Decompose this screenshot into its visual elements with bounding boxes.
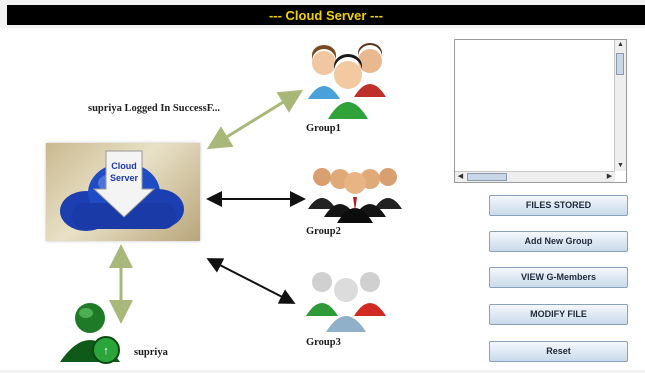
list-vertical-scrollbar[interactable]: ▲ ▼ xyxy=(614,40,626,171)
add-new-group-button[interactable]: Add New Group xyxy=(489,231,628,252)
user-icon: ↑ xyxy=(58,296,130,373)
scroll-left-icon[interactable]: ◀ xyxy=(457,173,464,180)
cloud-label-line2: Server xyxy=(110,173,139,183)
files-list[interactable]: ▲ ▼ ◀ ▶ xyxy=(454,39,627,183)
group1-icon xyxy=(306,43,392,124)
cloud-server-image: Cloud Server xyxy=(46,143,200,241)
title-bar: --- Cloud Server --- xyxy=(7,5,645,25)
group2-icon xyxy=(306,163,402,228)
list-horizontal-scrollbar[interactable]: ◀ ▶ xyxy=(455,171,615,182)
scroll-right-icon[interactable]: ▶ xyxy=(606,173,613,180)
login-status-text: supriya Logged In SuccessF... xyxy=(88,103,221,114)
scroll-up-icon[interactable]: ▲ xyxy=(617,41,624,48)
arrow-cloud-group1 xyxy=(206,89,304,150)
cloud-icon: Cloud Server xyxy=(60,150,184,231)
user-label: supriya xyxy=(134,347,168,358)
vertical-scroll-thumb[interactable] xyxy=(616,53,624,75)
group1-label: Group1 xyxy=(306,123,341,134)
group2-label: Group2 xyxy=(306,226,341,237)
horizontal-scroll-thumb[interactable] xyxy=(467,173,507,181)
reset-button[interactable]: Reset xyxy=(489,341,628,362)
arrow-cloud-group3 xyxy=(206,258,296,304)
group3-label: Group3 xyxy=(306,337,341,348)
files-stored-button[interactable]: FILES STORED xyxy=(489,195,628,216)
modify-file-button[interactable]: MODIFY FILE xyxy=(489,304,628,325)
cloud-label-line1: Cloud xyxy=(111,161,137,171)
view-members-button[interactable]: VIEW G-Members xyxy=(489,267,628,288)
window-title: --- Cloud Server --- xyxy=(268,7,384,23)
svg-text:↑: ↑ xyxy=(103,345,109,357)
scroll-down-icon[interactable]: ▼ xyxy=(617,162,624,169)
group3-icon xyxy=(306,268,388,337)
